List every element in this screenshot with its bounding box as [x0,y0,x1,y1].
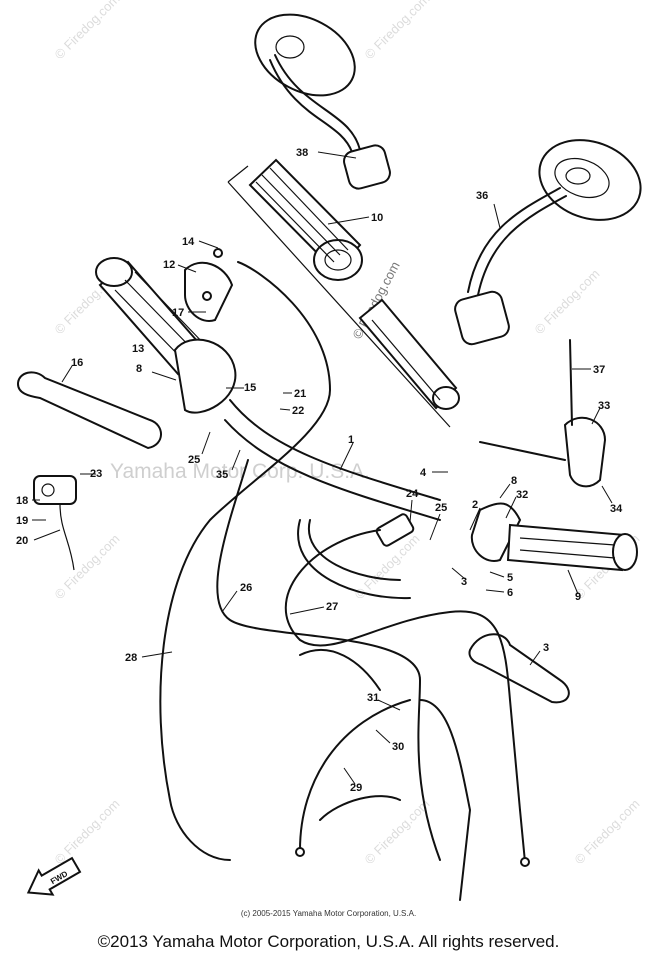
clutch-lever-16 [16,371,162,450]
bracket-33 [479,339,607,488]
callout-8b: 8 [511,475,517,487]
callout-15: 15 [244,382,256,394]
callout-28: 28 [125,652,137,664]
callout-21: 21 [294,388,306,400]
callout-4: 4 [420,467,427,479]
callout-32: 32 [516,489,528,501]
callout-23: 23 [90,468,102,480]
callout-35: 35 [216,469,228,481]
leader-lines [32,151,613,785]
mirror-36 [454,139,642,346]
watermark: © Firedog.com [532,266,603,337]
switch-23 [33,475,77,571]
callout-27: 27 [326,601,338,613]
callout-26: 26 [240,582,252,594]
callout-33: 33 [598,400,610,412]
main-copyright: ©2013 Yamaha Motor Corporation, U.S.A. A… [97,932,560,951]
handlebar-1 [224,399,441,600]
callout-19: 19 [16,515,28,527]
callout-2: 2 [472,499,478,511]
mirror-38 [254,13,391,190]
callout-14: 14 [182,236,195,248]
callout-16: 16 [71,357,83,369]
callout-37: 37 [593,364,605,376]
callout-8: 8 [136,363,142,375]
callout-38: 38 [296,147,308,159]
callout-29: 29 [350,782,362,794]
lever-holder [173,248,237,414]
center-watermark: Yamaha Motor Corp. U.S.A. [110,460,370,483]
watermark: © Firedog.com [362,0,433,62]
throttle-tube [358,298,460,410]
callout-36: 36 [476,190,488,202]
watermark: © Firedog.com [362,796,433,867]
watermark: © Firedog.com [52,796,123,867]
callout-24: 24 [406,488,419,500]
callout-31: 31 [367,692,379,704]
callout-3: 3 [543,642,549,654]
small-copyright: (c) 2005-2015 Yamaha Motor Corporation, … [240,909,417,918]
callout-34: 34 [610,503,623,515]
callout-5: 5 [507,572,513,584]
watermark: © Firedog.com [52,531,123,602]
brake-lever-3 [468,633,570,704]
callout-12: 12 [163,259,175,271]
callout-13: 13 [132,343,144,355]
callout-22: 22 [292,405,304,417]
cables [159,261,530,901]
callout-6: 6 [507,587,513,599]
callout-25: 25 [188,454,200,466]
callout-3b: 3 [461,576,467,588]
callout-17: 17 [172,307,184,319]
watermark: © Firedog.com [52,0,123,62]
callout-25b: 25 [435,502,447,514]
callout-1: 1 [348,434,354,446]
callout-30: 30 [392,741,404,753]
callout-18: 18 [16,495,28,507]
fwd-arrow-icon: FWD [26,856,82,896]
callout-20: 20 [16,535,28,547]
callout-9: 9 [575,591,581,603]
watermark: © Firedog.com [572,796,643,867]
grip-inset-frame [227,165,451,428]
right-grip-9 [470,502,638,572]
callout-labels: 38 10 36 14 12 17 8 13 16 15 21 22 25 35… [16,147,623,794]
grip-10 [248,158,363,281]
callout-10: 10 [371,212,383,224]
